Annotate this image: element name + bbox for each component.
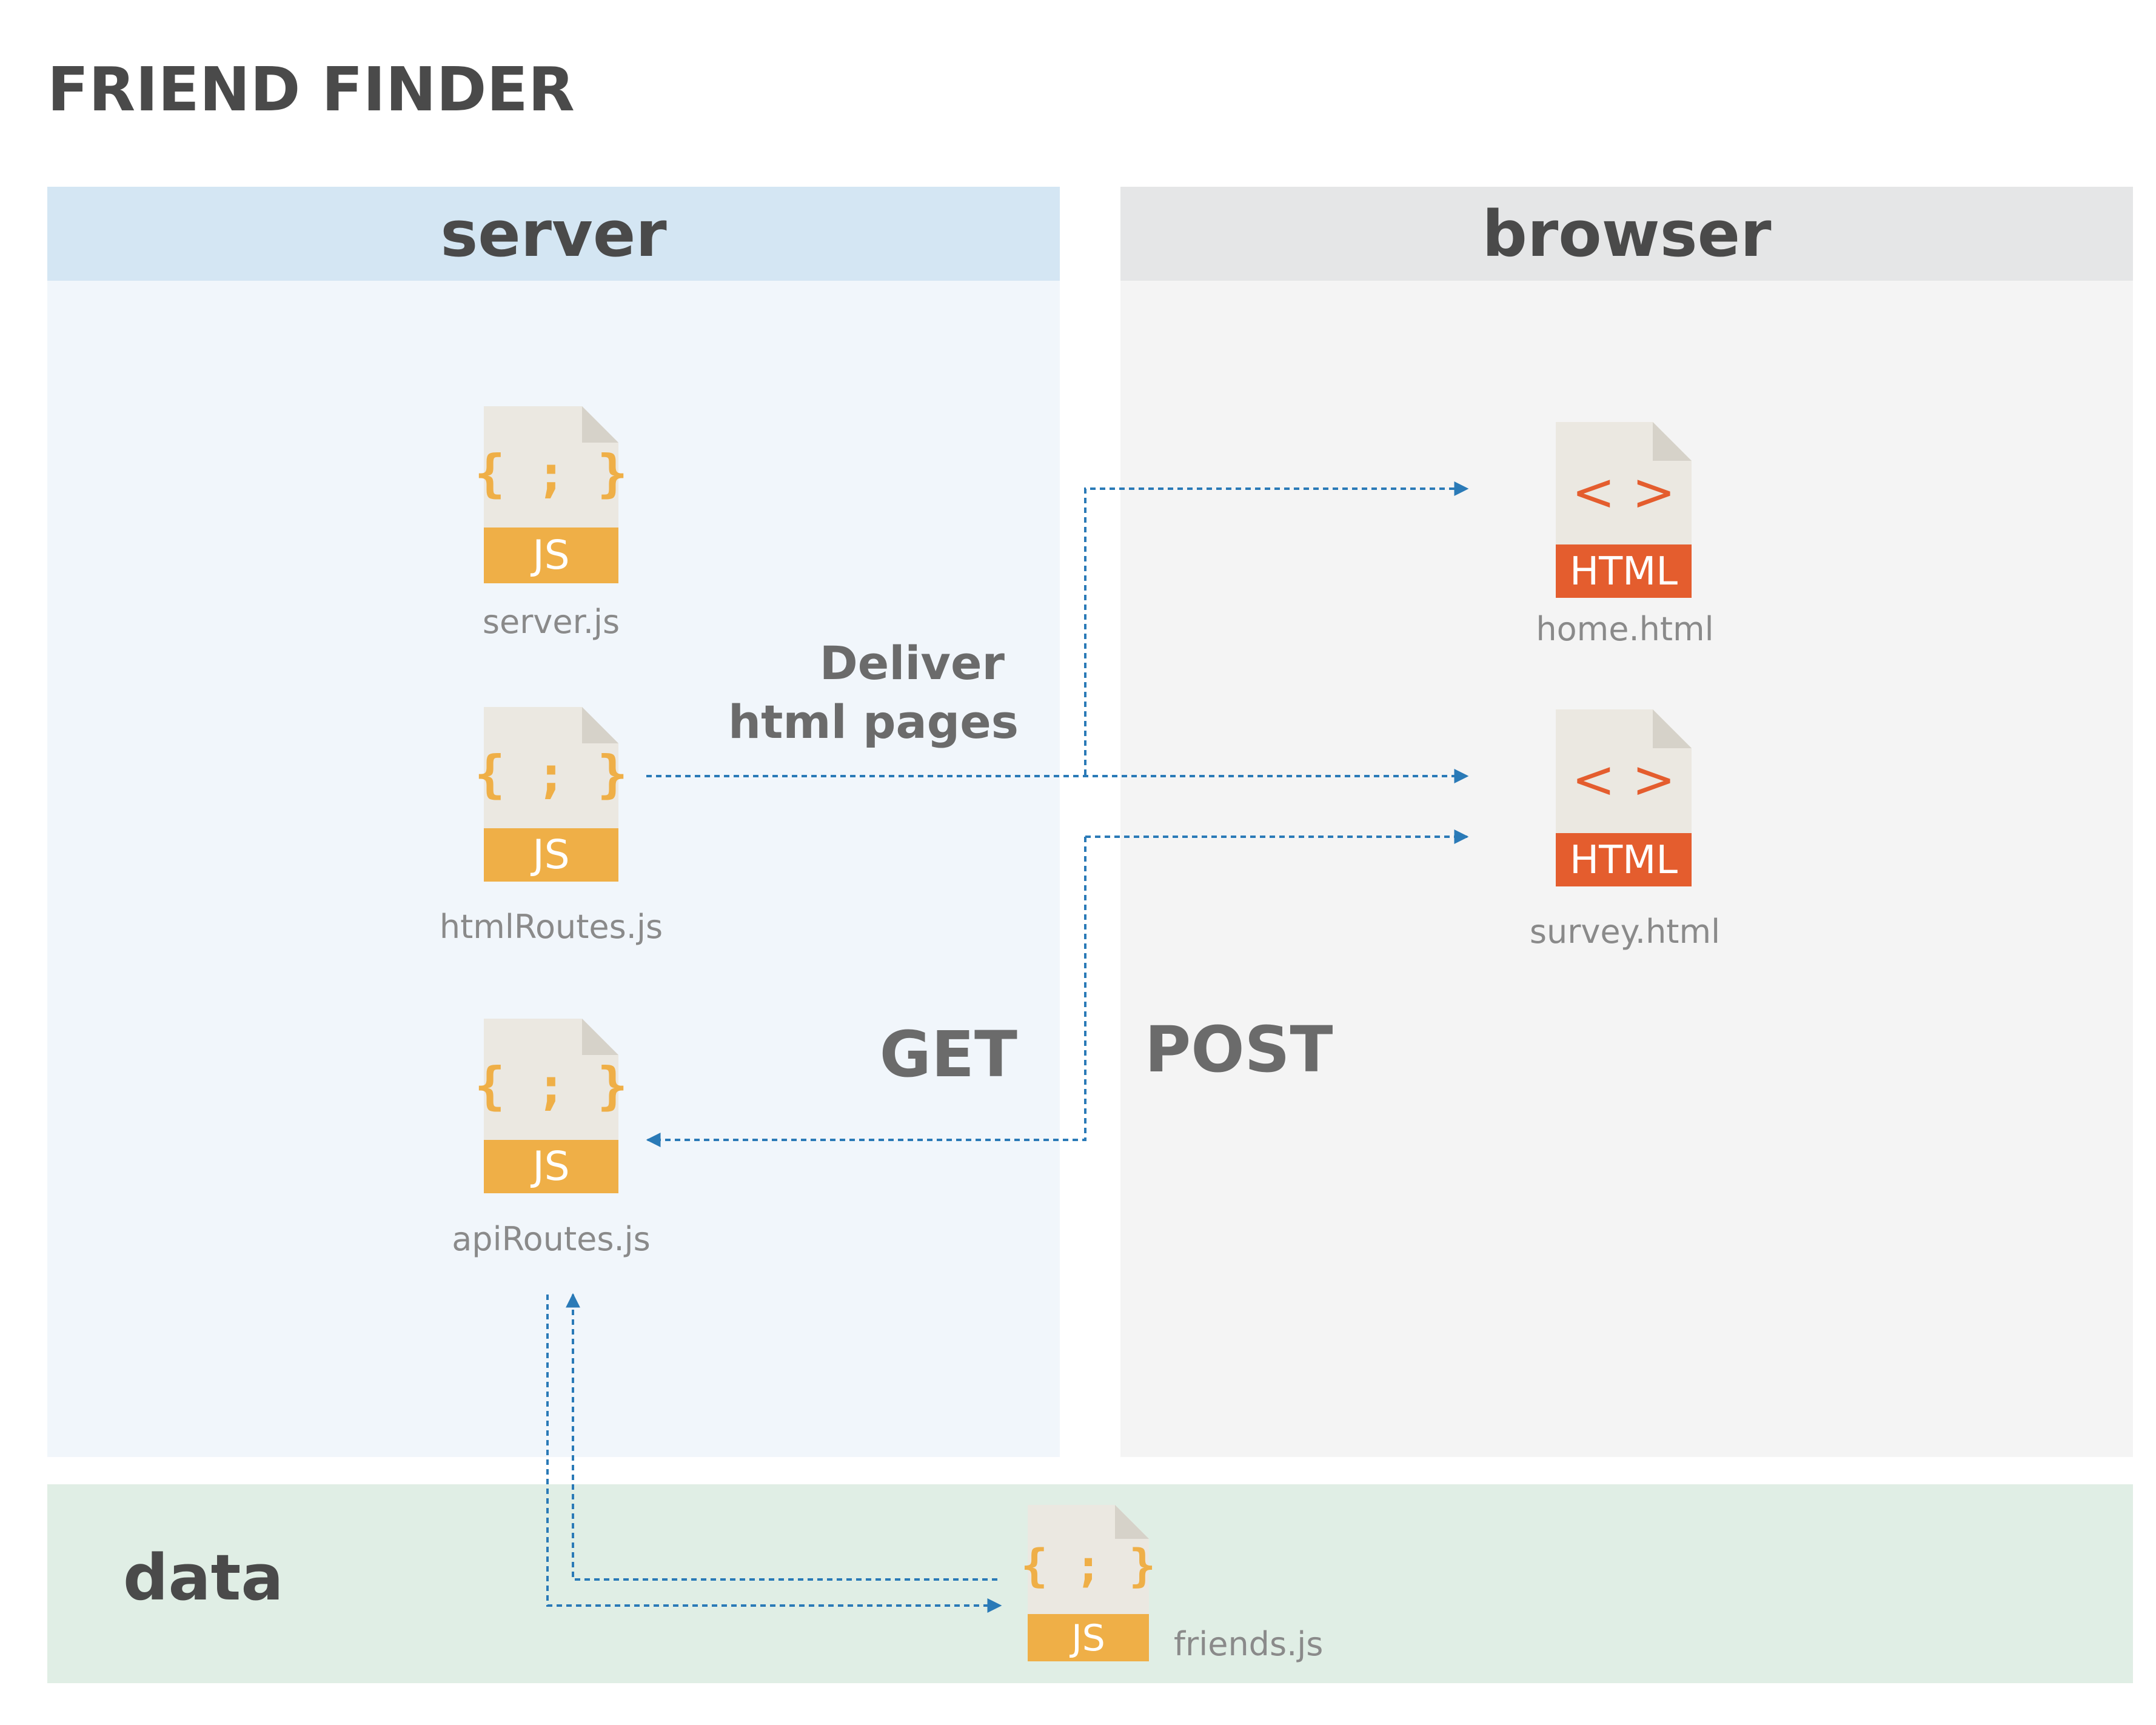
arrow-friends-to-api [566,1293,997,1581]
file-fold [1653,422,1692,461]
html-routes-js-caption: htmlRoutes.js [440,908,663,946]
arrow-survey-post-to-api [646,837,1086,1147]
file-fold [1653,709,1692,748]
js-code-icon: { ; } [1021,1540,1156,1592]
html-badge [1556,833,1692,886]
js-badge-label: JS [1069,1617,1105,1660]
page-title: FRIEND FINDER [47,54,575,125]
home-html-file[interactable]: < > HTML [1556,422,1692,598]
html-badge-label: HTML [1570,838,1678,883]
js-badge [1028,1614,1149,1661]
js-badge [484,528,618,583]
browser-panel-header [1120,187,2133,281]
html-routes-js-file[interactable]: { ; } JS [475,707,628,882]
html-badge-label: HTML [1570,549,1678,594]
survey-html-file[interactable]: < > HTML [1556,709,1692,886]
js-badge-label: JS [530,831,569,878]
friends-js-file[interactable]: { ; } JS [1021,1505,1156,1661]
post-label: POST [1145,1013,1333,1087]
js-code-icon: { ; } [475,444,628,503]
js-badge [484,828,618,882]
arrow-api-to-friends [546,1295,1002,1613]
js-badge-label: JS [530,532,569,578]
file-fold [582,1019,618,1055]
server-js-caption: server.js [483,603,620,641]
file-fold [582,406,618,443]
server-panel-title: server [440,197,666,271]
browser-panel-title: browser [1482,197,1772,271]
home-html-caption: home.html [1536,610,1713,648]
get-label: GET [880,1017,1017,1091]
file-fold [1115,1505,1149,1539]
flow-arrows [546,481,1469,1613]
html-badge [1556,544,1692,598]
js-code-icon: { ; } [475,745,628,804]
api-routes-js-file[interactable]: { ; } JS [475,1019,628,1193]
api-routes-js-caption: apiRoutes.js [452,1220,651,1258]
friends-js-caption: friends.js [1174,1625,1323,1663]
survey-html-caption: survey.html [1530,913,1720,951]
html-code-icon: < > [1572,749,1675,810]
browser-panel: browser [1120,187,2133,1457]
server-panel-header [47,187,1060,281]
server-panel: server [47,187,1060,1457]
server-js-file[interactable]: { ; } JS [475,406,628,583]
arrow-to-home-html [1084,481,1469,775]
deliver-label-line2: html pages [728,695,1019,749]
js-code-icon: { ; } [475,1056,628,1116]
js-badge [484,1140,618,1193]
file-fold [582,707,618,743]
js-badge-label: JS [530,1143,569,1190]
html-code-icon: < > [1572,462,1675,523]
deliver-label-line1: Deliver [820,636,1005,690]
data-panel-title: data [123,1541,284,1615]
